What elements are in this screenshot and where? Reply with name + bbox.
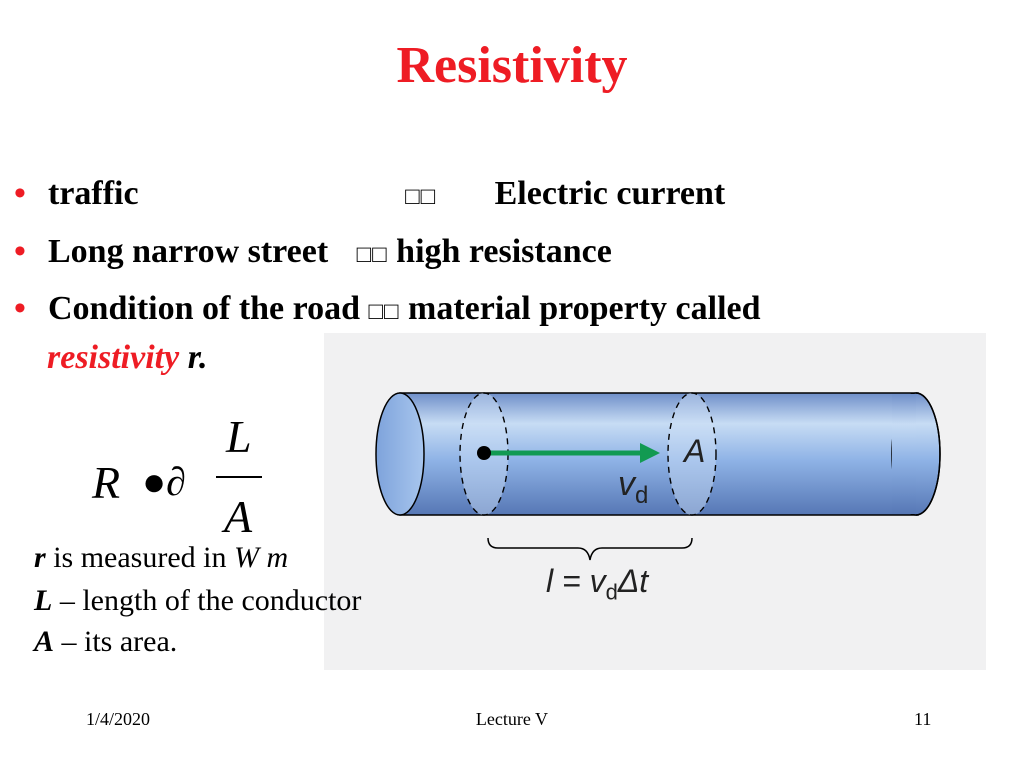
bullet-road: • Condition of the road □□ material prope… — [14, 289, 761, 332]
formula-area: A — [224, 491, 253, 542]
desc-symbol: A — [34, 625, 55, 658]
drift-arrow-head — [640, 443, 660, 463]
slide-title: Resistivity — [396, 37, 628, 94]
bullet-dot: • — [14, 175, 26, 212]
footer-lecture: Lecture V — [475, 709, 549, 729]
bullet-left: Long narrow street — [48, 233, 329, 270]
charge-dot — [477, 446, 491, 460]
bullet-dot: • — [14, 290, 26, 327]
length-brace — [487, 537, 693, 561]
bullet-street: • Long narrow street □□ high resistance — [14, 232, 612, 275]
resistance-formula: R ●∂ L A — [92, 411, 272, 542]
desc-symbol: r — [34, 541, 46, 574]
bullet-right: high resistance — [396, 233, 612, 270]
desc-symbol: L — [34, 584, 53, 617]
formula-length: L — [226, 411, 252, 462]
conductor-figure: A vd l = vdΔt — [324, 333, 986, 670]
footer-date: 1/4/2020 — [86, 709, 151, 729]
rho-symbol: r. — [187, 339, 208, 376]
formula-rho: ●∂ — [142, 459, 186, 504]
cylinder-right-edge — [915, 392, 941, 516]
unit-ohm-meter: W m — [233, 541, 289, 574]
bullet-left: traffic — [48, 175, 139, 212]
bullet-traffic: • traffic □□ Electric current — [14, 174, 725, 217]
desc-resistivity-unit: r is measured in W m — [34, 541, 289, 574]
bullet-left: Condition of the road — [48, 290, 361, 327]
desc-length: L – length of the conductor — [34, 584, 362, 617]
equivalence-arrow-icon: □□ — [405, 184, 437, 210]
desc-area: A – its area. — [34, 625, 178, 658]
resistivity-term: resistivity — [47, 339, 180, 376]
fraction-bar — [216, 476, 262, 478]
conductor-cylinder-illustration — [375, 392, 941, 561]
bullet-right: Electric current — [494, 175, 726, 212]
bullet-continuation: resistivity r. — [47, 338, 208, 378]
cross-section-right — [667, 392, 717, 516]
cylinder-left-cap — [375, 392, 425, 516]
length-equation: l = vdΔt — [546, 563, 649, 605]
footer-page-number: 11 — [914, 709, 932, 729]
bullet-right: material property called — [408, 290, 761, 327]
bullet-dot: • — [14, 233, 26, 270]
cylinder-right-fill — [892, 394, 916, 514]
formula-resistance: R — [92, 457, 121, 508]
area-label: A — [684, 433, 706, 469]
equivalence-arrow-icon: □□ — [368, 299, 400, 325]
equivalence-arrow-icon: □□ — [356, 242, 388, 268]
drift-velocity-label: vd — [618, 465, 649, 509]
